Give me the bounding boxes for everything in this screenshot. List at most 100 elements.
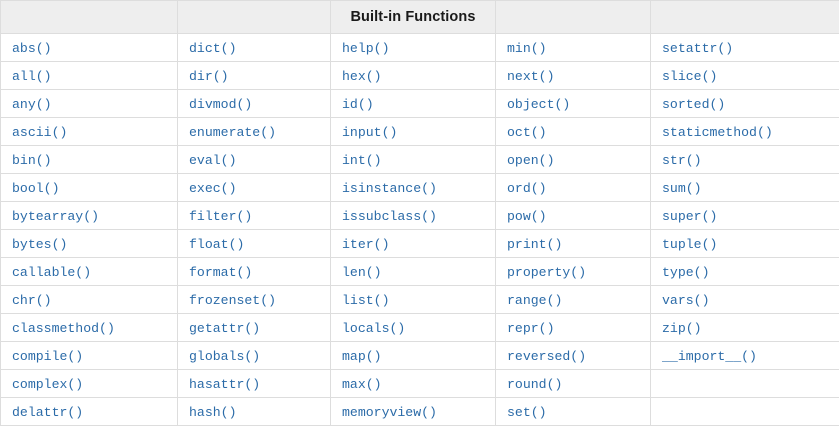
function-link-set[interactable]: set() [507,406,547,419]
function-link-all[interactable]: all() [12,70,52,83]
function-link-isinstance[interactable]: isinstance() [342,182,437,195]
function-link-chr[interactable]: chr() [12,294,52,307]
function-link-range[interactable]: range() [507,294,562,307]
table-cell: compile() [1,342,178,370]
function-link-super[interactable]: super() [662,210,717,223]
table-cell: dict() [178,34,331,62]
function-link-input[interactable]: input() [342,126,397,139]
function-link-min[interactable]: min() [507,42,547,55]
function-link-divmod[interactable]: divmod() [189,98,252,111]
function-link-oct[interactable]: oct() [507,126,547,139]
function-link-sorted[interactable]: sorted() [662,98,725,111]
table-cell: slice() [651,62,839,90]
table-cell: __import__() [651,342,839,370]
function-link-int[interactable]: int() [342,154,382,167]
function-link-pow[interactable]: pow() [507,210,547,223]
function-link-open[interactable]: open() [507,154,554,167]
function-link-type[interactable]: type() [662,266,709,279]
function-link-getattr[interactable]: getattr() [189,322,260,335]
table-cell: bin() [1,146,178,174]
function-link-bool[interactable]: bool() [12,182,59,195]
table-cell: all() [1,62,178,90]
function-link-format[interactable]: format() [189,266,252,279]
function-link-complex[interactable]: complex() [12,378,83,391]
function-link-bin[interactable]: bin() [12,154,52,167]
function-link-any[interactable]: any() [12,98,52,111]
function-link-frozenset[interactable]: frozenset() [189,294,276,307]
function-link-vars[interactable]: vars() [662,294,709,307]
function-link-exec[interactable]: exec() [189,182,236,195]
table-cell: round() [496,370,651,398]
function-link-sum[interactable]: sum() [662,182,702,195]
table-header-row: Built-in Functions [1,1,839,34]
function-link-enumerate[interactable]: enumerate() [189,126,276,139]
function-link-hash[interactable]: hash() [189,406,236,419]
table-row: chr() frozenset() list() range() vars() [1,286,839,314]
function-link-iter[interactable]: iter() [342,238,389,251]
function-link-classmethod[interactable]: classmethod() [12,322,115,335]
table-cell: globals() [178,342,331,370]
table-cell: sum() [651,174,839,202]
function-link-import[interactable]: __import__() [662,350,757,363]
table-row: delattr() hash() memoryview() set() [1,398,839,426]
function-link-repr[interactable]: repr() [507,322,554,335]
function-link-tuple[interactable]: tuple() [662,238,717,251]
table-cell: sorted() [651,90,839,118]
table-cell: issubclass() [331,202,496,230]
function-link-callable[interactable]: callable() [12,266,91,279]
header-cell-5 [651,1,839,34]
table-cell: min() [496,34,651,62]
function-link-staticmethod[interactable]: staticmethod() [662,126,773,139]
header-cell-4 [496,1,651,34]
function-link-slice[interactable]: slice() [662,70,717,83]
function-link-object[interactable]: object() [507,98,570,111]
table-row: classmethod() getattr() locals() repr() … [1,314,839,342]
function-link-memoryview[interactable]: memoryview() [342,406,437,419]
table-cell [651,370,839,398]
function-link-float[interactable]: float() [189,238,244,251]
function-link-reversed[interactable]: reversed() [507,350,586,363]
table-cell: hasattr() [178,370,331,398]
function-link-setattr[interactable]: setattr() [662,42,733,55]
table-cell: input() [331,118,496,146]
table-cell: oct() [496,118,651,146]
function-link-compile[interactable]: compile() [12,350,83,363]
function-link-abs[interactable]: abs() [12,42,52,55]
function-link-next[interactable]: next() [507,70,554,83]
function-link-issubclass[interactable]: issubclass() [342,210,437,223]
function-link-round[interactable]: round() [507,378,562,391]
function-link-hex[interactable]: hex() [342,70,382,83]
function-link-ord[interactable]: ord() [507,182,547,195]
builtin-functions-table-container: Built-in Functions abs() dict() help() m… [0,0,839,415]
function-link-id[interactable]: id() [342,98,374,111]
function-link-str[interactable]: str() [662,154,702,167]
function-link-len[interactable]: len() [342,266,382,279]
function-link-map[interactable]: map() [342,350,382,363]
function-link-max[interactable]: max() [342,378,382,391]
function-link-zip[interactable]: zip() [662,322,702,335]
table-cell: staticmethod() [651,118,839,146]
function-link-dict[interactable]: dict() [189,42,236,55]
function-link-print[interactable]: print() [507,238,562,251]
function-link-dir[interactable]: dir() [189,70,229,83]
function-link-ascii[interactable]: ascii() [12,126,67,139]
function-link-eval[interactable]: eval() [189,154,236,167]
table-body: abs() dict() help() min() setattr() all(… [1,34,839,426]
table-cell: enumerate() [178,118,331,146]
function-link-bytearray[interactable]: bytearray() [12,210,99,223]
function-link-list[interactable]: list() [342,294,389,307]
function-link-hasattr[interactable]: hasattr() [189,378,260,391]
function-link-locals[interactable]: locals() [342,322,405,335]
function-link-delattr[interactable]: delattr() [12,406,83,419]
function-link-help[interactable]: help() [342,42,389,55]
function-link-property[interactable]: property() [507,266,586,279]
function-link-globals[interactable]: globals() [189,350,260,363]
table-cell: chr() [1,286,178,314]
function-link-filter[interactable]: filter() [189,210,252,223]
table-cell: tuple() [651,230,839,258]
table-cell: exec() [178,174,331,202]
function-link-bytes[interactable]: bytes() [12,238,67,251]
table-cell: int() [331,146,496,174]
table-cell: set() [496,398,651,426]
